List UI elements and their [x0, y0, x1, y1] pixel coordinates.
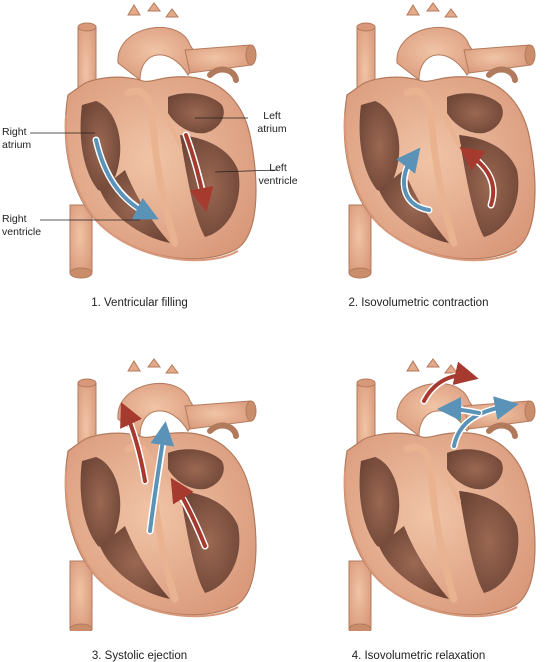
red-flow-arrow-lower	[170, 477, 207, 548]
label-left-atrium: Left atrium	[257, 110, 287, 135]
heart-illustration-2	[279, 0, 558, 300]
panel-ventricular-filling: Right atrium Left atrium Left ventricle …	[0, 0, 298, 331]
caption-panel-3: 3. Systolic ejection	[91, 650, 188, 662]
caption-panel-2: 2. Isovolumetric contraction	[348, 297, 489, 309]
red-flow-arrow	[459, 146, 496, 207]
red-flow-arrow	[120, 402, 147, 483]
panel-isovolumetric-contraction: 2. Isovolumetric contraction	[279, 0, 558, 331]
heart-illustration-4	[279, 331, 558, 631]
panel-systolic-ejection: 3. Systolic ejection	[0, 331, 279, 662]
label-left-ventricle: Left ventricle	[258, 162, 298, 187]
panel-isovolumetric-relaxation: 4. Isovolumetric relaxation	[279, 331, 558, 662]
caption-panel-1: 1. Ventricular filling	[91, 297, 188, 309]
blue-flow-arrow	[452, 396, 519, 448]
label-right-atrium: Right atrium	[2, 126, 32, 151]
blue-flow-arrow	[396, 147, 431, 212]
blue-flow-arrow-left	[437, 397, 481, 422]
label-right-ventricle: Right ventricle	[2, 213, 42, 238]
caption-panel-4: 4. Isovolumetric relaxation	[351, 650, 486, 662]
blue-flow-arrow	[148, 421, 175, 533]
heart-illustration-1	[30, 0, 279, 300]
leader-line-left-ventricle	[214, 169, 279, 173]
red-flow-arrow	[422, 361, 479, 403]
heart-illustration-3	[0, 331, 279, 631]
